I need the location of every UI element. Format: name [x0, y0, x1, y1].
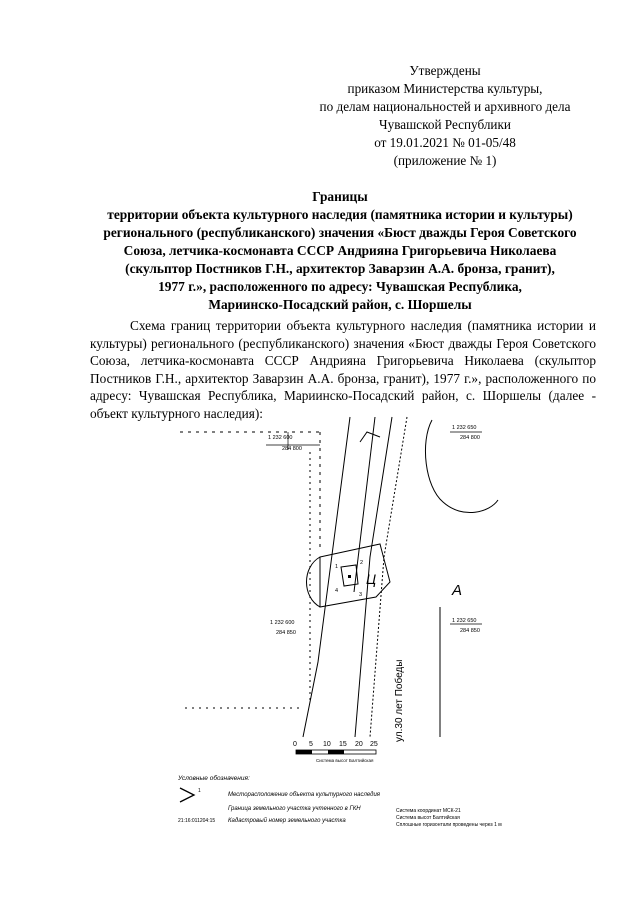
- legend-item: Кадастровый номер земельного участка: [228, 817, 346, 824]
- system-note: Сплошные горизонтали проведены через 1 м: [396, 822, 502, 828]
- title-line: Мариинско-Посадский район, с. Шоршелы: [208, 297, 472, 312]
- title-line: (скульптор Постников Г.Н., архитектор За…: [125, 261, 555, 276]
- approval-line: по делам национальностей и архивного дел…: [319, 99, 571, 114]
- description-text: Схема границ территории объекта культурн…: [90, 318, 596, 421]
- approval-line: (приложение № 1): [393, 153, 497, 168]
- title-line: Границы: [312, 189, 368, 204]
- document-title: Границы территории объекта культурного н…: [60, 188, 620, 314]
- grid-label: 284 850: [460, 628, 480, 634]
- legend-item: Месторасположение объекта культурного на…: [228, 792, 381, 798]
- contour-line: [425, 419, 499, 514]
- scale-tick-label: 15: [339, 741, 347, 748]
- grid-label: 284 800: [282, 446, 302, 452]
- approval-line: приказом Министерства культуры,: [347, 81, 543, 96]
- parcel-boundary-line: [319, 543, 391, 608]
- monument-marker: [348, 575, 351, 578]
- grid-label: 1 232 600: [268, 435, 292, 441]
- legend-item: Граница земельного участка учтенного в Г…: [228, 806, 361, 812]
- scale-bar-segment: [328, 750, 344, 754]
- road-edge-line: [369, 416, 408, 738]
- road-edge-line: [359, 431, 381, 443]
- scale-tick-label: 10: [323, 741, 331, 748]
- location-arrow-icon: [179, 787, 196, 803]
- scale-tick-label: 5: [309, 741, 313, 748]
- scale-tick-label: 0: [293, 741, 297, 748]
- grid-label: 1 232 650: [452, 425, 476, 431]
- system-note: Система координат МСК-21: [396, 808, 461, 814]
- street-label: ул.30 лет Победы: [393, 660, 405, 742]
- zone-label: Ц: [366, 571, 376, 587]
- point-label: 3: [359, 592, 362, 598]
- scale-tick-label: 20: [355, 741, 363, 748]
- approval-line: Утверждены: [409, 63, 481, 78]
- scale-tick-label: 25: [370, 741, 378, 748]
- monument-boundary: [340, 564, 359, 587]
- title-line: Союза, летчика-космонавта СССР Андрияна …: [123, 243, 557, 258]
- point-label: 2: [360, 560, 363, 566]
- point-label: 1: [335, 564, 338, 570]
- approval-line: Чувашской Республики: [379, 117, 511, 132]
- legend-title: Условные обозначения:: [177, 774, 250, 782]
- road-edge-line: [302, 416, 351, 738]
- grid-label: 284 800: [460, 435, 480, 441]
- road-edge-line: [354, 416, 393, 738]
- road-edge-line: [353, 416, 376, 593]
- grid-label: 284 850: [276, 630, 296, 636]
- legend-code: 21:16:011204:15: [178, 818, 215, 824]
- description-paragraph: Схема границ территории объекта культурн…: [90, 317, 596, 422]
- title-line: территории объекта культурного наследия …: [107, 207, 573, 222]
- scale-caption: Система высот Балтийская: [316, 757, 374, 763]
- title-line: 1977 г.», расположенного по адресу: Чува…: [158, 279, 522, 294]
- approval-line: от 19.01.2021 № 01-05/48: [374, 135, 516, 150]
- legend-point-number: 1: [198, 788, 201, 794]
- grid-label: 1 232 650: [452, 618, 476, 624]
- boundary-map: 1 232 600 284 800 1 2 3 4 Ц 1 232 650 28…: [177, 416, 502, 828]
- approval-block: Утверждены приказом Министерства культур…: [300, 62, 590, 170]
- scale-bar-segment: [296, 750, 312, 754]
- grid-label: 1 232 600: [270, 620, 294, 626]
- title-line: регионального (республиканского) значени…: [103, 225, 577, 240]
- road-edge-line: [306, 556, 321, 608]
- system-note: Система высот Балтийская: [396, 814, 460, 821]
- zone-label: А: [451, 582, 462, 599]
- point-label: 4: [335, 588, 338, 594]
